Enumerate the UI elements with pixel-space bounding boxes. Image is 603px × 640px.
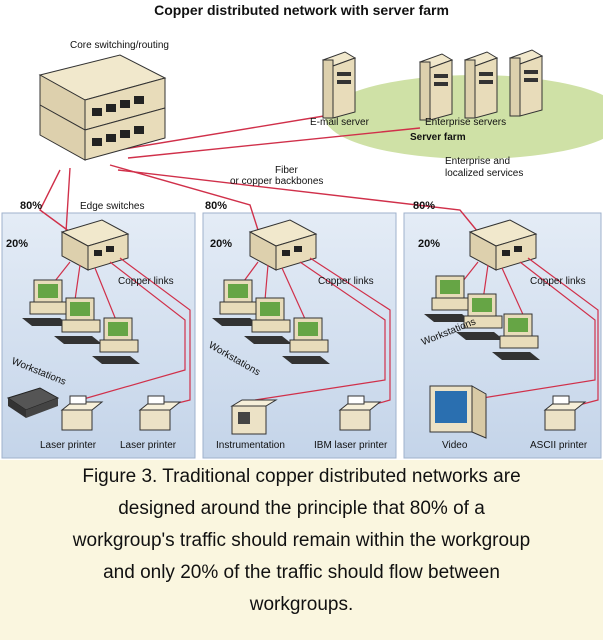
edge-switch-icon — [60, 219, 130, 271]
video-label: Video — [442, 440, 468, 451]
laser-printer-label: Laser printer — [120, 440, 177, 451]
edge-switches-label: Edge switches — [80, 201, 145, 212]
edge-switch-icon — [248, 219, 318, 271]
percent-20-label: 20% — [418, 238, 441, 250]
percent-20-label: 20% — [210, 238, 233, 250]
server-farm-label: Server farm — [410, 132, 466, 143]
workstation-icon — [22, 279, 70, 326]
telephone-icon — [6, 387, 60, 418]
workstation-icon — [92, 317, 140, 364]
caption-line: designed around the principle that 80% o… — [118, 498, 485, 519]
enterprise-server-icon — [508, 49, 544, 117]
workstation-icon — [244, 297, 292, 344]
caption-line: workgroups. — [249, 594, 354, 615]
email-server-icon — [321, 51, 357, 119]
enterprise-server-icon — [463, 51, 499, 119]
laser-printer-icon — [60, 395, 104, 431]
diagram-canvas — [1, 49, 603, 459]
diagram-title: Copper distributed network with server f… — [154, 2, 449, 18]
edge-switch-icon — [468, 219, 538, 271]
core-switch-icon — [38, 54, 167, 161]
email-server-label: E-mail server — [310, 117, 369, 128]
fiber-label: Fiber — [275, 165, 298, 176]
ibm-laser-printer-label: IBM laser printer — [314, 440, 388, 451]
workstation-icon — [282, 317, 330, 364]
instrumentation-icon — [230, 399, 278, 435]
caption-line: Figure 3. Traditional copper distributed… — [82, 466, 521, 487]
copper-links-label: Copper links — [318, 276, 374, 287]
workstation-icon — [456, 293, 504, 340]
copper-links-label: Copper links — [118, 276, 174, 287]
enterprise-services-label-1: Enterprise and — [445, 156, 511, 167]
copper-links-label: Copper links — [530, 276, 586, 287]
percent-80-label: 80% — [413, 200, 436, 212]
video-monitor-icon — [429, 385, 487, 439]
figure-caption: Figure 3. Traditional copper distributed… — [0, 460, 603, 640]
percent-80-label: 80% — [205, 200, 228, 212]
enterprise-services-label-2: localized services — [445, 168, 524, 179]
backbone-links — [39, 114, 479, 233]
instrumentation-label: Instrumentation — [216, 440, 285, 451]
ibm-laser-printer-icon — [338, 395, 382, 431]
workstation-icon — [212, 279, 260, 326]
core-switching-label: Core switching/routing — [70, 40, 169, 51]
laser-printer-label: Laser printer — [40, 440, 97, 451]
workstation-icon — [492, 313, 540, 360]
ascii-printer-label: ASCII printer — [530, 440, 588, 451]
backbones-label: or copper backbones — [230, 176, 324, 187]
workstation-icon — [54, 297, 102, 344]
enterprise-server-icon — [418, 53, 454, 121]
enterprise-servers-label: Enterprise servers — [425, 117, 507, 128]
caption-line: and only 20% of the traffic should flow … — [103, 562, 500, 583]
ascii-printer-icon — [543, 395, 587, 431]
laser-printer-icon — [138, 395, 182, 431]
percent-80-label: 80% — [20, 200, 43, 212]
percent-20-label: 20% — [6, 238, 29, 250]
caption-line: workgroup's traffic should remain within… — [72, 530, 531, 551]
